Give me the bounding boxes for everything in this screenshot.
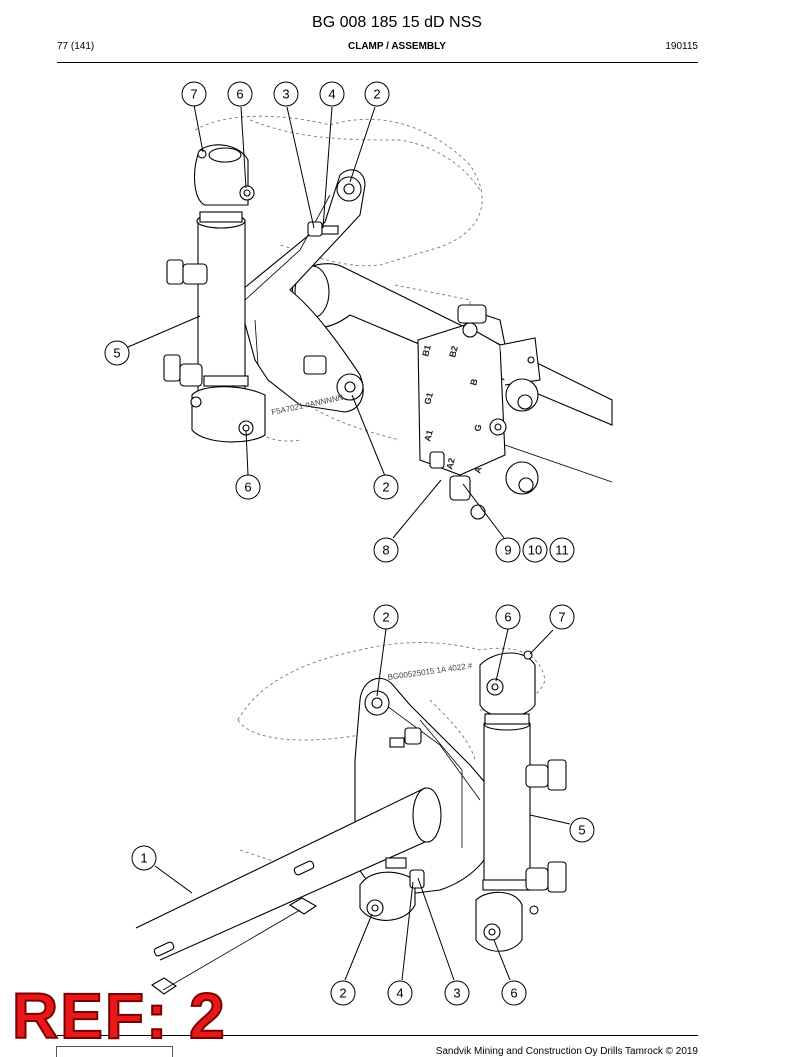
callout-bubble: 4	[387, 980, 413, 1006]
callout-bubble: 2	[364, 81, 390, 107]
svg-text:BG00525015 1A 4022 #: BG00525015 1A 4022 #	[387, 661, 473, 682]
callout-bubble: 9	[495, 537, 521, 563]
callout-label: 5	[113, 346, 120, 361]
callout-label: 10	[528, 543, 542, 558]
page-number: 77 (141)	[57, 41, 95, 52]
header-rule	[57, 62, 698, 63]
callout-label: 6	[236, 87, 243, 102]
callout-label: 7	[558, 610, 565, 625]
port-label-a: A	[472, 465, 483, 474]
callout-label: 6	[244, 480, 251, 495]
ref-stamp: REF: 2	[11, 980, 227, 1052]
port-label-b: B	[468, 377, 479, 386]
section-title: CLAMP / ASSEMBLY	[348, 41, 446, 52]
port-label-a2: A2	[444, 457, 457, 471]
port-label-b2: B2	[447, 345, 460, 359]
callout-label: 6	[504, 610, 511, 625]
callout-label: 8	[382, 543, 389, 558]
callout-label: 2	[382, 610, 389, 625]
callout-bubble: 6	[227, 81, 253, 107]
callout-bubble: 2	[330, 980, 356, 1006]
callout-bubble: 6	[495, 604, 521, 630]
callout-bubble: 3	[444, 980, 470, 1006]
callout-label: 2	[382, 480, 389, 495]
callout-bubble: 4	[319, 81, 345, 107]
callout-bubble: 2	[373, 474, 399, 500]
callout-label: 2	[373, 87, 380, 102]
callout-label: 11	[555, 543, 569, 558]
callout-label: 6	[510, 986, 517, 1001]
callout-bubble: 2	[373, 604, 399, 630]
callout-label: 4	[328, 87, 335, 102]
callout-bubble: 6	[501, 980, 527, 1006]
lower-callouts: 2 6 7 5 1 2 4 3 6	[131, 604, 595, 1006]
document-title: BG 008 185 15 dD NSS	[312, 14, 482, 31]
footer-copyright: Sandvik Mining and Construction Oy Drill…	[435, 1046, 698, 1057]
callout-label: 5	[578, 823, 585, 838]
upper-assembly-view: F5A7021 #ANNNNN B1 B2 B G1 G A1 A2 A	[127, 104, 613, 539]
callout-label: 3	[282, 87, 289, 102]
lower-assembly-view: BG00525015 1A 4022 #	[135, 628, 571, 995]
callout-bubble: 5	[104, 340, 130, 366]
callout-bubble: 10	[522, 537, 548, 563]
date-code: 190115	[665, 41, 698, 52]
port-label-g: G	[472, 423, 483, 432]
port-label-a1: A1	[422, 429, 435, 443]
footer-rule	[57, 1035, 698, 1036]
company-logo	[56, 1046, 173, 1057]
upper-callouts: 7 6 3 4 2 5 6 2 8 9 10 11	[104, 81, 575, 563]
callout-bubble: 11	[549, 537, 575, 563]
callout-bubble: 7	[549, 604, 575, 630]
callout-bubble: 5	[569, 817, 595, 843]
callout-label: 1	[140, 851, 147, 866]
port-label-g1: G1	[422, 391, 435, 405]
callout-bubble: 3	[273, 81, 299, 107]
callout-label: 9	[504, 543, 511, 558]
callout-label: 2	[339, 986, 346, 1001]
callout-label: 7	[190, 87, 197, 102]
callout-bubble: 8	[373, 537, 399, 563]
callout-bubble: 1	[131, 845, 157, 871]
callout-bubble: 6	[235, 474, 261, 500]
callout-label: 3	[453, 986, 460, 1001]
callout-label: 4	[396, 986, 403, 1001]
callout-bubble: 7	[181, 81, 207, 107]
port-label-b1: B1	[420, 344, 433, 358]
